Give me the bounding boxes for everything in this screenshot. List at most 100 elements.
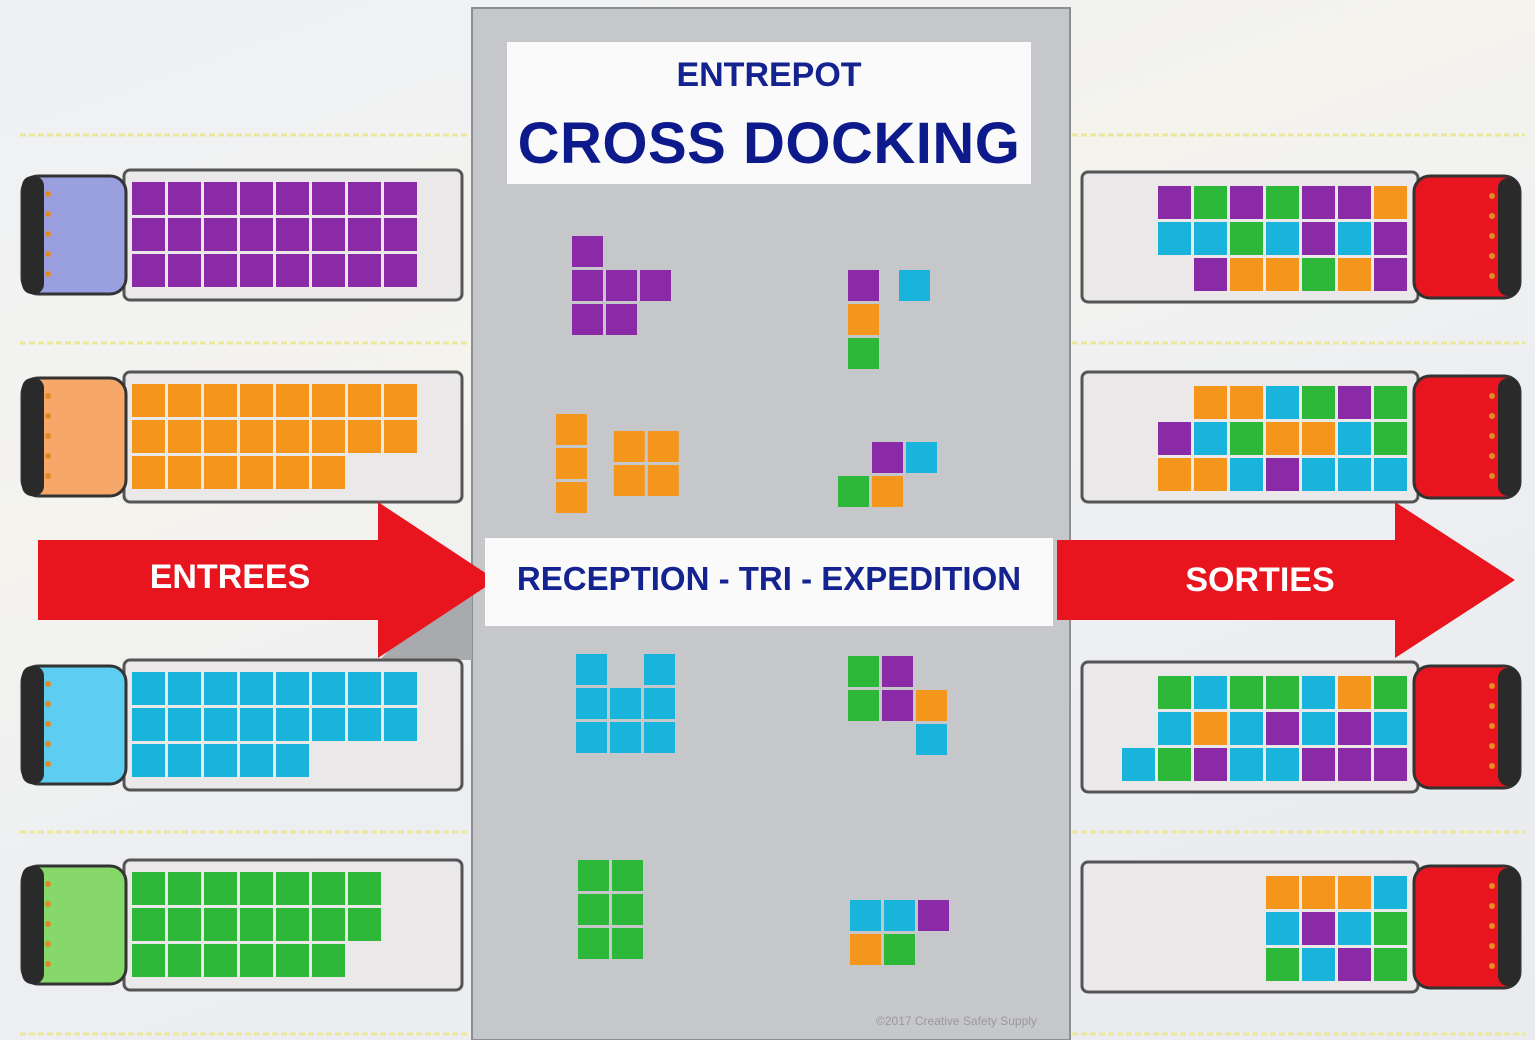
cargo-box <box>348 872 381 905</box>
cargo-box <box>240 744 273 777</box>
cab-light <box>1489 743 1495 749</box>
sort-group <box>850 900 949 965</box>
cargo-box <box>384 384 417 417</box>
cargo-box <box>384 672 417 705</box>
cargo-box <box>1374 948 1407 981</box>
cab-light <box>45 681 51 687</box>
cargo-box <box>1302 222 1335 255</box>
cargo-box <box>132 182 165 215</box>
cargo-box <box>1374 258 1407 291</box>
sort-box <box>884 900 915 931</box>
cargo-box <box>1266 676 1299 709</box>
cargo-box <box>1158 422 1191 455</box>
cargo-box <box>1266 912 1299 945</box>
cargo-box <box>204 218 237 251</box>
sort-box <box>906 442 937 473</box>
sort-box <box>916 690 947 721</box>
inbound-cab-bumper <box>22 866 44 984</box>
cargo-box <box>1338 948 1371 981</box>
cargo-box <box>384 218 417 251</box>
cargo-box <box>168 744 201 777</box>
cargo-box <box>1194 458 1227 491</box>
sort-box <box>850 934 881 965</box>
cargo-box <box>384 254 417 287</box>
outbound-truck <box>1080 860 1522 994</box>
inbound-truck <box>20 370 464 504</box>
cargo-box <box>276 218 309 251</box>
cargo-box <box>1266 222 1299 255</box>
cargo-box <box>348 182 381 215</box>
cargo-box <box>1338 876 1371 909</box>
cargo-box <box>1230 186 1263 219</box>
cab-light <box>1489 683 1495 689</box>
cargo-box <box>1158 458 1191 491</box>
cargo-box <box>240 218 273 251</box>
cargo-box <box>240 944 273 977</box>
cab-light <box>1489 213 1495 219</box>
cab-light <box>1489 233 1495 239</box>
cargo-box <box>132 456 165 489</box>
inbound-cab-bumper <box>22 176 44 294</box>
sort-group <box>572 236 671 335</box>
cargo-box <box>168 456 201 489</box>
cargo-box <box>1374 676 1407 709</box>
cab-light <box>1489 943 1495 949</box>
cargo-box <box>384 708 417 741</box>
cargo-box <box>1338 386 1371 419</box>
cargo-box <box>1302 422 1335 455</box>
sort-box <box>884 934 915 965</box>
sort-box <box>882 656 913 687</box>
outbound-cab-bumper <box>1498 668 1520 786</box>
cargo-box <box>348 672 381 705</box>
cargo-box <box>1374 712 1407 745</box>
sort-box <box>850 900 881 931</box>
sort-box <box>576 654 607 685</box>
sort-group <box>576 654 675 753</box>
sort-box <box>644 688 675 719</box>
sort-box <box>644 722 675 753</box>
cargo-box <box>312 908 345 941</box>
cargo-box <box>1338 186 1371 219</box>
cargo-box <box>132 254 165 287</box>
cargo-box <box>1338 422 1371 455</box>
cargo-box <box>1302 712 1335 745</box>
entrees-arrow <box>38 502 496 658</box>
sort-box <box>918 900 949 931</box>
cab-light <box>1489 193 1495 199</box>
cargo-box <box>168 420 201 453</box>
cargo-box <box>132 672 165 705</box>
cab-light <box>45 473 51 479</box>
sort-group <box>848 270 930 369</box>
sort-group <box>848 656 947 755</box>
cargo-box <box>240 672 273 705</box>
cargo-box <box>168 254 201 287</box>
sort-box <box>576 722 607 753</box>
cab-light <box>1489 903 1495 909</box>
cargo-box <box>1158 222 1191 255</box>
sort-box <box>838 476 869 507</box>
sort-box <box>916 724 947 755</box>
cab-light <box>1489 413 1495 419</box>
cargo-box <box>1374 186 1407 219</box>
cargo-box <box>276 908 309 941</box>
sort-box <box>612 860 643 891</box>
cargo-box <box>132 708 165 741</box>
cargo-box <box>1194 676 1227 709</box>
inbound-truck <box>20 858 464 992</box>
sort-box <box>606 304 637 335</box>
sort-box <box>848 690 879 721</box>
process-label: RECEPTION - TRI - EXPEDITION <box>516 560 1022 597</box>
title-main: CROSS DOCKING <box>517 111 1021 176</box>
cargo-box <box>1302 948 1335 981</box>
cargo-box <box>168 672 201 705</box>
cargo-box <box>1338 912 1371 945</box>
lane-lines <box>20 133 1525 1036</box>
inbound-cab-bumper <box>22 666 44 784</box>
cab-light <box>45 921 51 927</box>
cab-light <box>1489 393 1495 399</box>
outbound-truck <box>1080 370 1522 504</box>
cargo-box <box>168 872 201 905</box>
cargo-box <box>1266 876 1299 909</box>
sort-box <box>556 448 587 479</box>
cargo-box <box>348 708 381 741</box>
